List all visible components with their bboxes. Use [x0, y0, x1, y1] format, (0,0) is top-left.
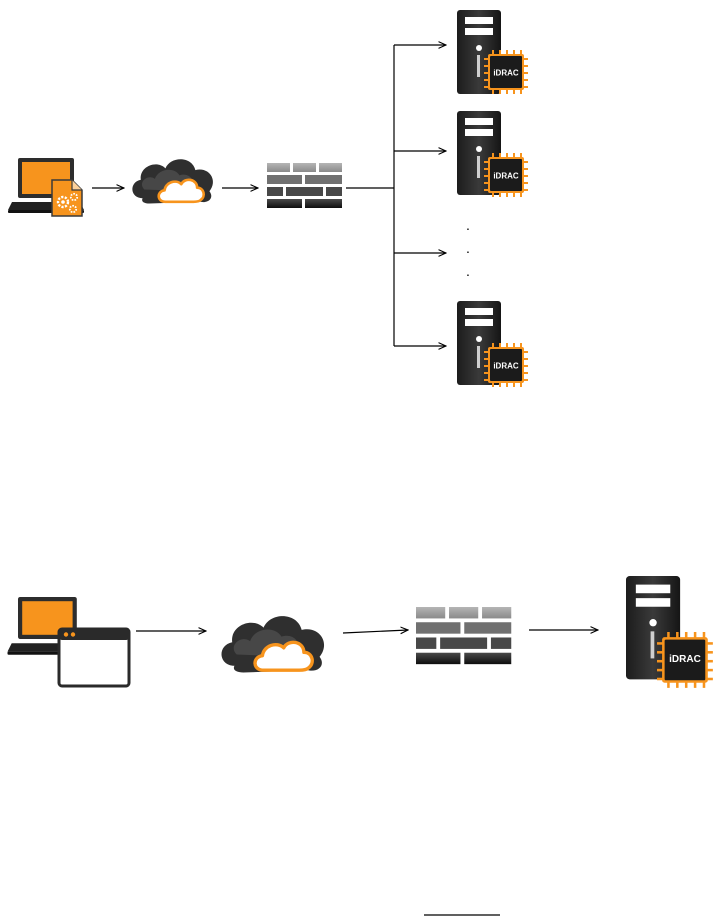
- ellipsis-dot: ·: [466, 220, 471, 236]
- firewall-icon: [416, 607, 511, 664]
- idrac-chip-label: iDRAC: [493, 69, 519, 78]
- ellipsis-dot: ·: [466, 243, 471, 259]
- firewall-icon: [267, 163, 342, 208]
- laptop-with-config-file-icon: [8, 158, 84, 216]
- ellipsis: · · ·: [466, 220, 471, 282]
- server-with-idrac-chip-icon: iDRAC: [626, 576, 713, 688]
- cloud-icon: [222, 616, 325, 672]
- cloud-icon: [132, 159, 213, 203]
- fan-out-connector: [346, 45, 446, 346]
- server-with-idrac-chip-icon: iDRAC: [457, 10, 528, 94]
- arrow-cloud-to-firewall: [343, 630, 408, 633]
- idrac-chip-label: iDRAC: [493, 362, 519, 371]
- idrac-chip-label: iDRAC: [493, 172, 519, 181]
- idrac-chip-label: iDRAC: [669, 654, 701, 665]
- server-with-idrac-chip-icon: iDRAC: [457, 111, 528, 197]
- diagram-one: iDRAC iDRAC · · · iDRAC: [8, 10, 528, 387]
- ellipsis-dot: ·: [466, 266, 471, 282]
- laptop-with-browser-icon: [8, 597, 130, 686]
- server-with-idrac-chip-icon: iDRAC: [457, 301, 528, 387]
- diagram-two: iDRAC: [8, 576, 713, 688]
